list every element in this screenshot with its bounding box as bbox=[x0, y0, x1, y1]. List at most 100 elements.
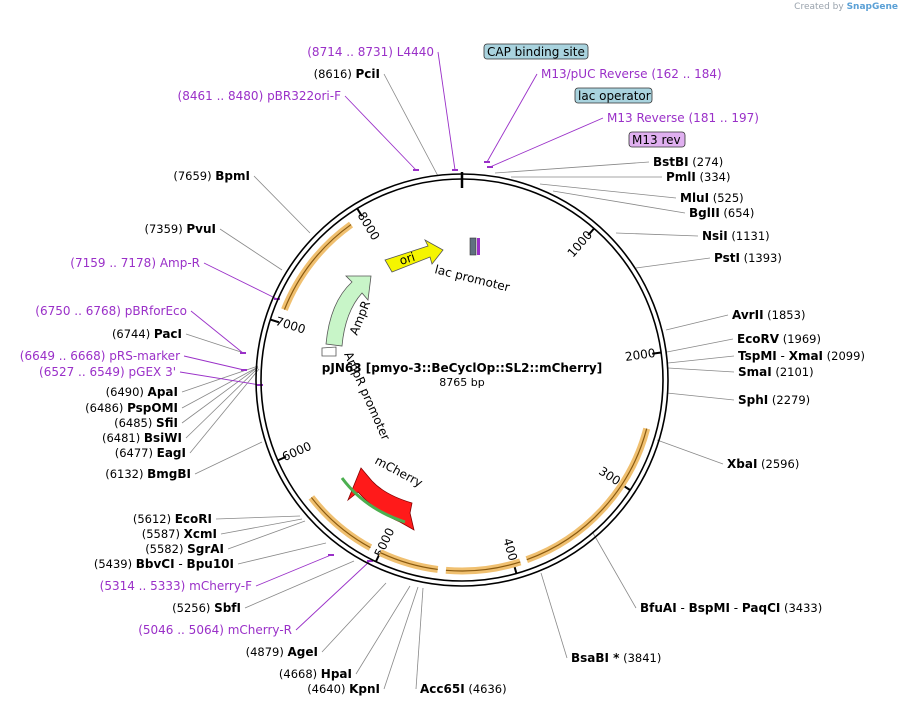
svg-text:(6744) PacI: (6744) PacI bbox=[112, 327, 182, 341]
cap-binding-site-label: CAP binding site bbox=[487, 45, 585, 59]
site-acc65i: Acc65I (4636) bbox=[420, 682, 507, 696]
svg-text:(6485) SfiI: (6485) SfiI bbox=[114, 416, 178, 430]
cds-arc-core bbox=[445, 561, 521, 572]
svg-text:M13/pUC Reverse (162 .. 184: M13/pUC Reverse (162 .. 184) bbox=[541, 67, 722, 81]
primer-m13reverse: M13 Reverse (181 .. 197) bbox=[607, 111, 759, 125]
plasmid-size: 8765 bp bbox=[439, 376, 484, 389]
site-bmgbi: (6132) BmgBI bbox=[105, 467, 191, 481]
svg-text:PstI (1393): PstI (1393) bbox=[714, 251, 782, 265]
svg-text:SmaI (2101): SmaI (2101) bbox=[738, 365, 814, 379]
m13-rev-label: M13 rev bbox=[632, 133, 681, 147]
svg-text:XbaI (2596): XbaI (2596) bbox=[727, 457, 799, 471]
tick-mark bbox=[375, 553, 381, 563]
svg-text:(4879) AgeI: (4879) AgeI bbox=[246, 645, 318, 659]
svg-text:AvrII (1853): AvrII (1853) bbox=[732, 308, 805, 322]
primer-connectors bbox=[179, 51, 604, 631]
cds-arc bbox=[525, 427, 651, 563]
site-hpai: (4668) HpaI bbox=[279, 667, 352, 681]
svg-text:(4668) HpaI: (4668) HpaI bbox=[279, 667, 352, 681]
site-sfii: (6485) SfiI bbox=[114, 416, 178, 430]
svg-text:(5439) BbvCI - Bpu10I: (5439) BbvCI - Bpu10I bbox=[94, 557, 234, 571]
svg-text:(8714 .. 8731) L4440: (8714 .. 8731) L4440 bbox=[307, 45, 434, 59]
primer-prs: (6649 .. 6668) pRS-marker bbox=[20, 349, 180, 363]
plasmid-name: pJN63 [pmyo-3::BeCyclOp::SL2::mCherry] bbox=[322, 361, 602, 375]
site-avrii: AvrII (1853) bbox=[732, 308, 805, 322]
svg-text:(5046 .. 5064) mCherry-R: (5046 .. 5064) mCherry-R bbox=[138, 623, 292, 637]
svg-text:(5612) EcoRI: (5612) EcoRI bbox=[133, 512, 212, 526]
cds-arc-core bbox=[283, 224, 352, 310]
site-apai: (6490) ApaI bbox=[106, 385, 178, 399]
snapgene-logo: SnapGene bbox=[846, 2, 898, 12]
primer-mchr: (5046 .. 5064) mCherry-R bbox=[138, 623, 292, 637]
site-mlui: MluI (525) bbox=[680, 191, 744, 205]
tick-mark bbox=[356, 207, 363, 217]
site-paci: (6744) PacI bbox=[112, 327, 182, 341]
tick-mark bbox=[277, 455, 287, 462]
svg-text:(6486) PspOMI: (6486) PspOMI bbox=[85, 401, 178, 415]
m13-rev-box: M13 rev bbox=[628, 131, 686, 148]
svg-text:(6477) EagI: (6477) EagI bbox=[115, 446, 186, 460]
site-bbvci: (5439) BbvCI - Bpu10I bbox=[94, 557, 234, 571]
site-kpni: (4640) KpnI bbox=[307, 682, 380, 696]
svg-text:(6750 .. 6768) pBRforEco: (6750 .. 6768) pBRforEco bbox=[35, 304, 187, 318]
feature-ampr: AmpR bbox=[325, 275, 373, 347]
primer-pbr322: (8461 .. 8480) pBR322ori-F bbox=[178, 89, 342, 103]
cds-arc-core bbox=[379, 552, 438, 571]
site-psti: PstI (1393) bbox=[714, 251, 782, 265]
site-ecorv: EcoRV (1969) bbox=[737, 332, 821, 346]
svg-text:(6490) ApaI: (6490) ApaI bbox=[106, 385, 178, 399]
site-pspomi: (6486) PspOMI bbox=[85, 401, 178, 415]
tick-mark bbox=[587, 227, 595, 236]
site-pcii: (8616) PciI bbox=[314, 67, 380, 81]
mcherry-label: mCherry bbox=[373, 453, 425, 490]
cds-arc-core bbox=[310, 497, 371, 549]
svg-text:SphI (2279): SphI (2279) bbox=[738, 393, 810, 407]
svg-text:(7159 .. 7178) Amp-R: (7159 .. 7178) Amp-R bbox=[70, 256, 200, 270]
tick-label: 8000 bbox=[355, 209, 383, 242]
site-ecori: (5612) EcoRI bbox=[133, 512, 212, 526]
svg-text:EcoRV (1969): EcoRV (1969) bbox=[737, 332, 821, 346]
site-agei: (4879) AgeI bbox=[246, 645, 318, 659]
svg-text:(5587) XcmI: (5587) XcmI bbox=[142, 527, 217, 541]
site-xcmi: (5587) XcmI bbox=[142, 527, 217, 541]
svg-text:(7659) BpmI: (7659) BpmI bbox=[173, 169, 250, 183]
svg-text:BstBI (274): BstBI (274) bbox=[653, 155, 723, 169]
site-bsiwi: (6481) BsiWI bbox=[102, 431, 182, 445]
feature-ori: ori bbox=[384, 239, 444, 273]
site-bglii: BglII (654) bbox=[689, 206, 754, 220]
site-xbai: XbaI (2596) bbox=[727, 457, 799, 471]
site-bfuai: BfuAI - BspMI - PaqCI (3433) bbox=[640, 601, 822, 615]
svg-text:(4640) KpnI: (4640) KpnI bbox=[307, 682, 380, 696]
feature-mcherry: mCherry bbox=[340, 453, 425, 531]
tick-label: 2000 bbox=[624, 346, 656, 364]
watermark-prefix: Created by bbox=[794, 2, 844, 12]
primer-l4440: (8714 .. 8731) L4440 bbox=[307, 45, 434, 59]
site-bpmi: (7659) BpmI bbox=[173, 169, 250, 183]
site-pmli: PmlI (334) bbox=[666, 170, 730, 184]
svg-text:(5314 .. 5333) mCherry-F: (5314 .. 5333) mCherry-F bbox=[100, 579, 252, 593]
svg-text:(6527 .. 6549) pGEX 3': (6527 .. 6549) pGEX 3' bbox=[39, 365, 176, 379]
site-sgrai: (5582) SgrAI bbox=[145, 542, 224, 556]
site-sphi: SphI (2279) bbox=[738, 393, 810, 407]
svg-text:BglII (654): BglII (654) bbox=[689, 206, 754, 220]
site-sbfi: (5256) SbfI bbox=[172, 601, 241, 615]
watermark: Created by SnapGene bbox=[794, 2, 898, 12]
lac-operator-box: lac operator bbox=[574, 87, 653, 104]
tick-label: 6000 bbox=[280, 439, 314, 464]
svg-text:BfuAI - BspMI - PaqCI (3: BfuAI - BspMI - PaqCI (3433) bbox=[640, 601, 822, 615]
site-smai: SmaI (2101) bbox=[738, 365, 814, 379]
site-nsii: NsiI (1131) bbox=[702, 229, 770, 243]
tick-label: 7000 bbox=[274, 314, 307, 337]
svg-text:(6481) BsiWI: (6481) BsiWI bbox=[102, 431, 182, 445]
site-eagi: (6477) EagI bbox=[115, 446, 186, 460]
svg-text:(8461 .. 8480) pBR322ori-F: (8461 .. 8480) pBR322ori-F bbox=[178, 89, 342, 103]
site-bsabi: BsaBI * (3841) bbox=[571, 651, 661, 665]
site-tspmi: TspMI - XmaI (2099) bbox=[738, 349, 865, 363]
svg-text:MluI (525): MluI (525) bbox=[680, 191, 744, 205]
svg-text:(8616) PciI: (8616) PciI bbox=[314, 67, 380, 81]
lac-promoter-label: lac promoter bbox=[433, 262, 511, 294]
svg-text:BsaBI * (3841): BsaBI * (3841) bbox=[571, 651, 661, 665]
svg-text:(6649 .. 6668) pRS-marker: (6649 .. 6668) pRS-marker bbox=[20, 349, 180, 363]
cds-arc-core bbox=[526, 428, 648, 561]
